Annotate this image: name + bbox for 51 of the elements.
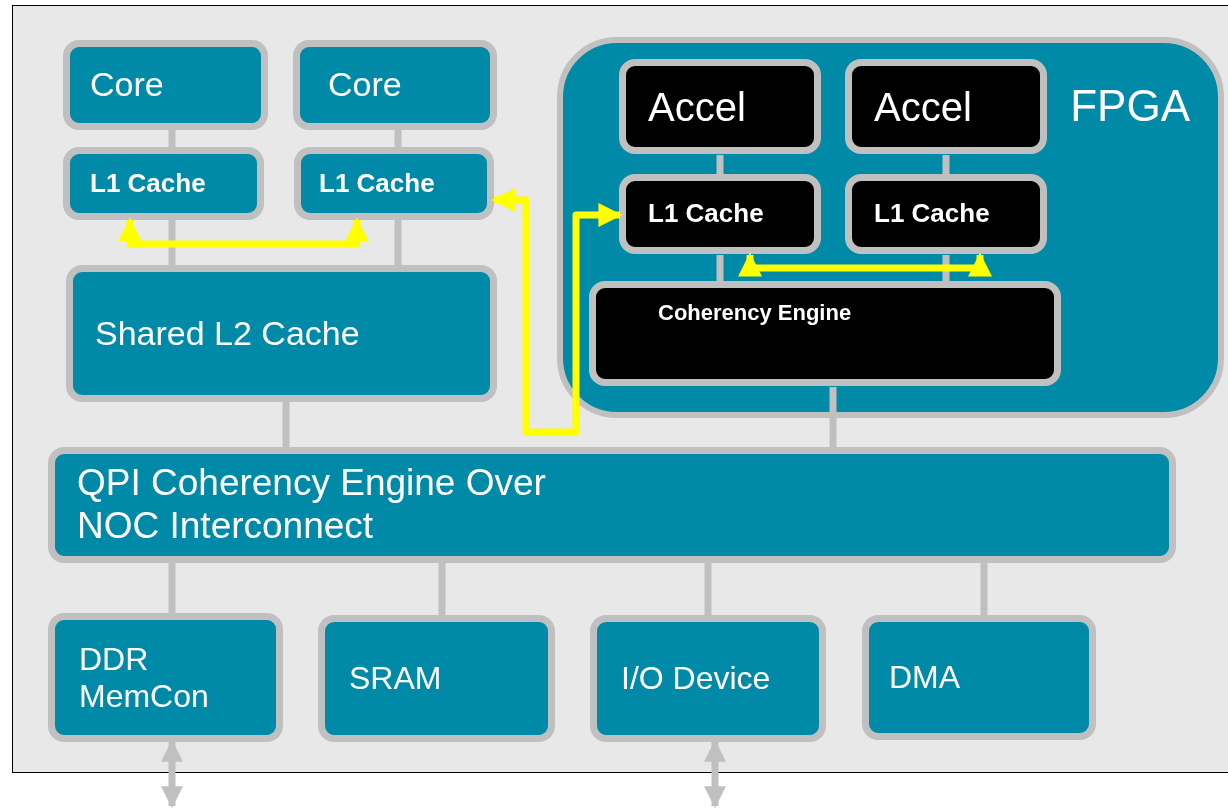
cache-box [619, 174, 821, 254]
io-arrow [704, 739, 726, 809]
box-label: Core [89, 65, 164, 105]
component-box [862, 615, 1096, 740]
connector-line [282, 402, 290, 447]
cache-box [63, 147, 264, 220]
connector-line [394, 220, 402, 265]
connector-line [829, 387, 837, 447]
coherency-arrow [738, 252, 992, 277]
box-label: SRAM [348, 660, 442, 697]
box-label: Coherency Engine [657, 300, 852, 326]
component-box [293, 40, 497, 130]
component-box [590, 615, 826, 742]
connector-line [438, 563, 446, 615]
box-label: Core [327, 65, 402, 105]
fpga-region [557, 37, 1224, 418]
box-label: I/O Device [620, 660, 771, 697]
connector-line [716, 155, 724, 175]
coherency-arrow [118, 217, 369, 248]
component-box [48, 613, 283, 742]
box-label: Accel [873, 83, 972, 130]
connector-line [716, 255, 724, 282]
component-box [48, 447, 1176, 563]
connector-line [942, 255, 950, 282]
cache-box [294, 147, 494, 220]
box-label: L1 Cache [647, 199, 764, 229]
connector-line [980, 563, 988, 615]
component-box [66, 265, 497, 402]
component-box [63, 40, 268, 130]
box-label: L1 Cache [873, 199, 990, 229]
connector-line [168, 220, 176, 265]
box-label: Accel [647, 83, 746, 130]
connector-line [168, 563, 176, 613]
box-label: DDR MemCon [78, 640, 210, 715]
box-label: QPI Coherency Engine Over NOC Interconnect [76, 462, 547, 548]
connector-line [168, 130, 176, 147]
box-label: L1 Cache [318, 168, 435, 199]
cache-box [589, 281, 1061, 386]
box-label: DMA [888, 659, 961, 696]
connector-line [942, 155, 950, 175]
box-label: L1 Cache [89, 168, 206, 199]
box-label: Shared L2 Cache [94, 313, 360, 354]
accelerator-box [845, 59, 1047, 154]
component-box [318, 615, 555, 742]
region-label: FPGA [1070, 81, 1190, 132]
connector-line [394, 130, 402, 147]
coherency-arrow [491, 188, 623, 436]
accelerator-box [619, 59, 821, 154]
cache-box [845, 174, 1047, 254]
io-arrow [161, 739, 183, 809]
connector-line [704, 563, 712, 615]
